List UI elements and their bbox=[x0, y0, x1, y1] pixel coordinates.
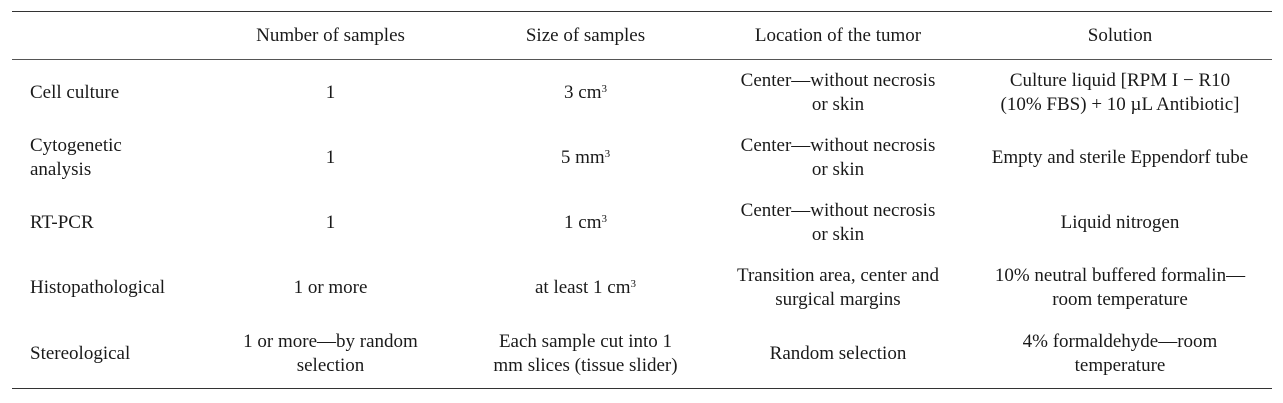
solution-cell: Culture liquid [RPM I − R10 (10% FBS) + … bbox=[1000, 69, 1240, 115]
table-row-histopathological: Histopathological 1 or more at least 1 c… bbox=[12, 256, 1272, 321]
row-label: Stereological bbox=[30, 343, 131, 365]
number-of-samples-cell: 1 bbox=[325, 81, 336, 103]
size-of-samples-cell: 5 mm bbox=[560, 147, 605, 168]
table-row-stereological: Stereological 1 or more—by random select… bbox=[12, 321, 1272, 389]
tumor-location-cell: Random selection bbox=[769, 343, 907, 365]
header-location-of-tumor: Location of the tumor bbox=[754, 24, 922, 46]
table-row-cytogenetic-analysis: Cytogenetic analysis 1 5 mm3 Center—with… bbox=[12, 126, 1272, 191]
row-label: Histopathological bbox=[30, 277, 166, 298]
row-label: Cell culture bbox=[30, 81, 120, 103]
tumor-location-cell: Center—without necrosis or skin bbox=[740, 69, 936, 115]
tumor-location-cell: Center—without necrosis or skin bbox=[740, 135, 936, 180]
size-of-samples-cell: 1 cm bbox=[564, 212, 602, 233]
table-row-cell-culture: Cell culture 1 3 cm3 Center—without necr… bbox=[12, 60, 1272, 126]
table-header-row: Number of samples Size of samples Locati… bbox=[12, 11, 1272, 60]
solution-cell: 10% neutral buffered formalin— room temp… bbox=[994, 265, 1246, 310]
number-of-samples-cell: 1 or more—by random selection bbox=[243, 331, 418, 377]
row-label: RT-PCR bbox=[30, 212, 94, 233]
header-solution: Solution bbox=[1087, 24, 1153, 46]
number-of-samples-cell: 1 bbox=[325, 147, 336, 168]
number-of-samples-cell: 1 bbox=[325, 212, 336, 233]
tumor-location-cell: Center—without necrosis or skin bbox=[740, 200, 936, 245]
row-label: Cytogenetic analysis bbox=[30, 135, 122, 180]
header-size-of-samples: Size of samples bbox=[525, 24, 646, 46]
size-superscript: 3 bbox=[601, 82, 607, 95]
tumor-location-cell: Transition area, center and surgical mar… bbox=[737, 265, 939, 310]
solution-cell: 4% formaldehyde—room temperature bbox=[1022, 331, 1218, 377]
size-superscript: 3 bbox=[604, 148, 611, 160]
sample-table-container: Number of samples Size of samples Locati… bbox=[12, 11, 1272, 389]
header-empty-corner bbox=[12, 12, 198, 60]
solution-cell: Liquid nitrogen bbox=[1060, 212, 1180, 233]
header-number-of-samples: Number of samples bbox=[256, 24, 405, 46]
size-of-samples-cell: at least 1 cm bbox=[535, 277, 631, 298]
size-of-samples-cell: Each sample cut into 1 mm slices (tissue… bbox=[493, 331, 678, 377]
sample-collection-table: Number of samples Size of samples Locati… bbox=[12, 11, 1272, 389]
table-row-rt-pcr: RT-PCR 1 1 cm3 Center—without necrosis o… bbox=[12, 191, 1272, 256]
solution-cell: Empty and sterile Eppendorf tube bbox=[991, 147, 1249, 168]
size-superscript: 3 bbox=[630, 278, 637, 290]
size-of-samples-cell: 3 cm bbox=[564, 81, 602, 103]
number-of-samples-cell: 1 or more bbox=[293, 277, 368, 298]
size-superscript: 3 bbox=[601, 213, 607, 225]
